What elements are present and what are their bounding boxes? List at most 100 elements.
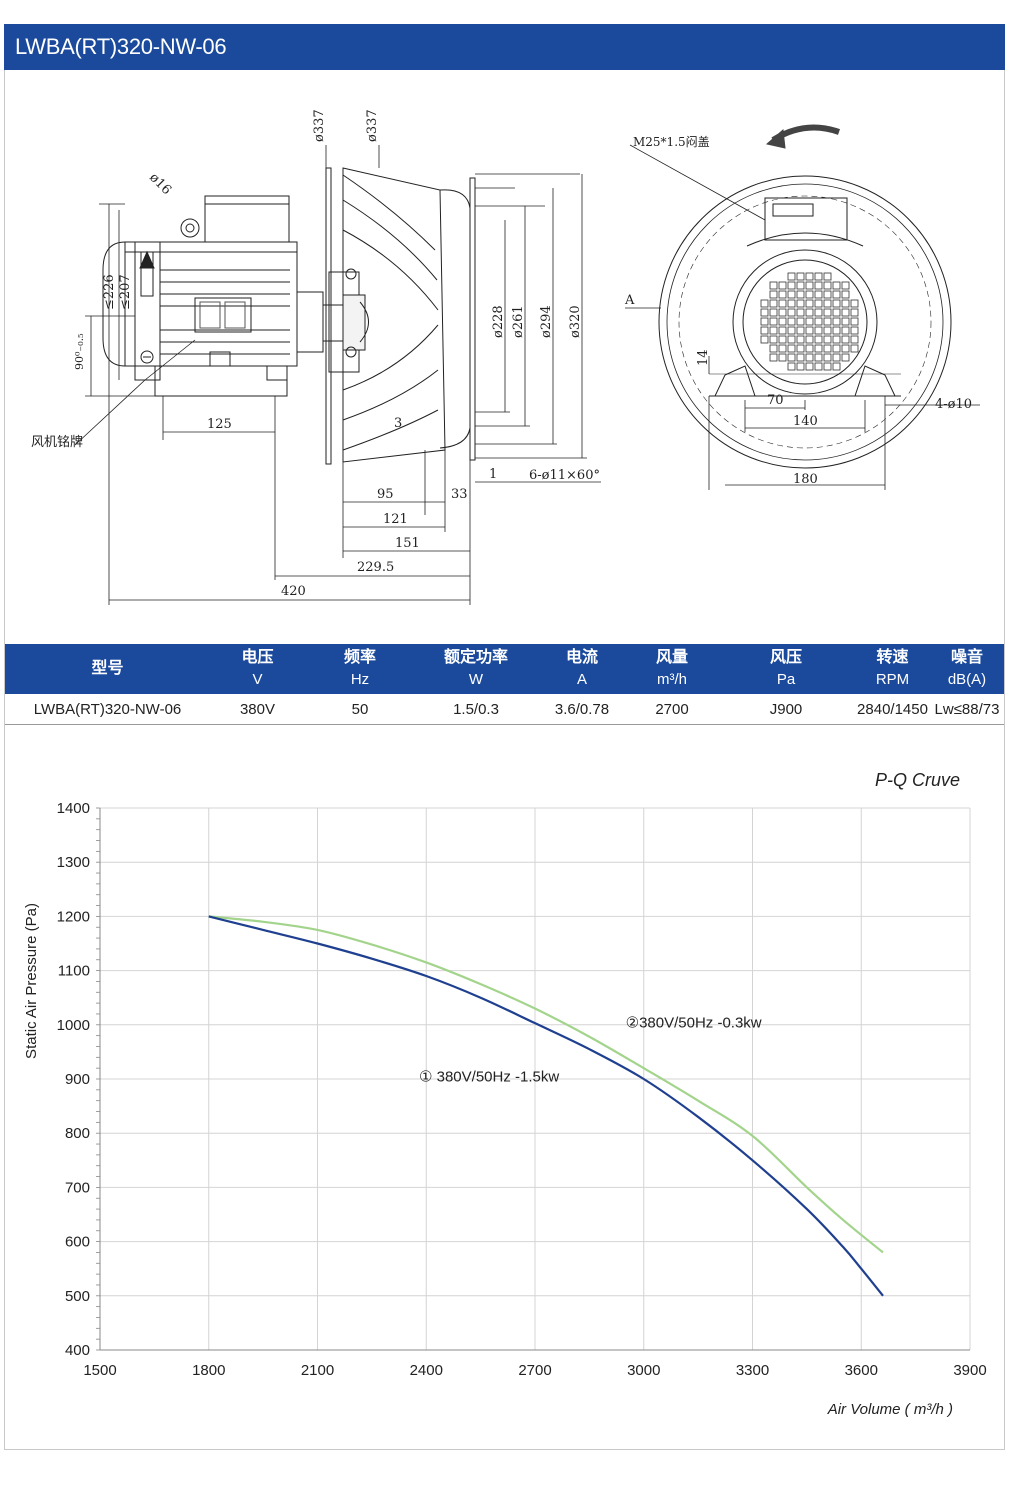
- vent-slot: [832, 290, 841, 299]
- vent-slot: [814, 353, 823, 362]
- vent-slot: [814, 290, 823, 299]
- vent-slot: [850, 308, 859, 317]
- vent-slot: [823, 272, 832, 281]
- chart-y-label: Static Air Pressure (Pa): [23, 903, 40, 1059]
- y-tick-label: 600: [65, 1234, 90, 1251]
- vent-slot: [832, 344, 841, 353]
- vent-slot: [850, 335, 859, 344]
- vent-slot: [787, 299, 796, 308]
- dim-70: 70: [767, 393, 784, 408]
- series-line-2: [208, 915, 884, 1254]
- dim-121: 121: [383, 512, 408, 527]
- x-tick-label: 3000: [627, 1362, 660, 1379]
- dim-d261: ø261: [511, 305, 526, 338]
- dim-125: 125: [207, 417, 232, 432]
- vent-slot: [778, 299, 787, 308]
- spec-header-unit: dB(A): [947, 671, 987, 688]
- vent-slot: [823, 326, 832, 335]
- dim-d337-b: ø337: [365, 109, 380, 142]
- spec-cell: 50: [305, 694, 415, 725]
- vent-slot: [832, 317, 841, 326]
- vent-slot: [760, 317, 769, 326]
- vent-slot: [796, 344, 805, 353]
- spec-header-label: 电压: [241, 649, 274, 666]
- spec-cell: J900: [717, 694, 855, 725]
- vent-slot: [760, 335, 769, 344]
- vent-slot: [760, 326, 769, 335]
- vent-slot: [841, 281, 850, 290]
- dim-420: 420: [281, 584, 306, 599]
- vent-slot: [814, 326, 823, 335]
- y-tick-label: 1100: [58, 963, 90, 980]
- vent-slot: [814, 308, 823, 317]
- vent-slot: [841, 353, 850, 362]
- vent-slot: [841, 317, 850, 326]
- vent-slot: [760, 299, 769, 308]
- spec-header-unit: m³/h: [657, 671, 687, 688]
- spec-header-label: 电流: [565, 649, 598, 666]
- vent-slot: [787, 272, 796, 281]
- x-tick-label: 3900: [953, 1362, 986, 1379]
- vent-slot: [769, 317, 778, 326]
- spec-cell: 3.6/0.78: [537, 694, 627, 725]
- x-tick-label: 2400: [410, 1362, 443, 1379]
- x-tick-label: 3600: [845, 1362, 878, 1379]
- vent-slot: [787, 362, 796, 371]
- spec-header-label: 风量: [655, 649, 688, 666]
- side-dimensions: [74, 145, 601, 605]
- spec-header-unit: RPM: [875, 671, 910, 688]
- spec-header-unit: W: [468, 671, 484, 688]
- vent-slot: [805, 317, 814, 326]
- chart-x-label: Air Volume ( m³/h ): [827, 1401, 953, 1418]
- spec-cell: 2840/1450: [855, 694, 930, 725]
- vent-slot: [796, 317, 805, 326]
- vent-slot: [841, 308, 850, 317]
- vent-slot: [769, 290, 778, 299]
- vent-slot: [823, 290, 832, 299]
- vent-slot: [814, 317, 823, 326]
- vent-slot: [823, 281, 832, 290]
- pq-curve-chart: P-Q Cruve Air Volume ( m³/h ) Static Air…: [23, 770, 987, 1418]
- vent-slot: [805, 326, 814, 335]
- y-tick-label: 1000: [57, 1017, 90, 1034]
- spec-header-unit: Hz: [350, 671, 370, 688]
- dimension-drawing: ø337 ø337 ø16 ≤226 ≤207 90⁰₋₀.₅ ø228 ø26…: [31, 109, 980, 605]
- y-tick-label: 500: [65, 1288, 90, 1305]
- vent-slot: [796, 272, 805, 281]
- spec-header-label: 型号: [91, 660, 124, 677]
- vent-slot: [850, 317, 859, 326]
- vent-slot: [814, 299, 823, 308]
- vent-slot: [823, 353, 832, 362]
- y-tick-label: 800: [65, 1125, 90, 1142]
- dim-3: 3: [394, 416, 402, 431]
- dim-d228: ø228: [491, 305, 506, 338]
- chart-title: P-Q Cruve: [875, 770, 960, 790]
- vent-slot: [778, 317, 787, 326]
- spec-header-label: 风压: [769, 649, 802, 666]
- vent-slot: [814, 281, 823, 290]
- y-tick-label: 900: [65, 1071, 90, 1088]
- dim-14: 14: [696, 349, 711, 366]
- vent-slot: [778, 308, 787, 317]
- view-a-label: A: [624, 293, 635, 308]
- vent-slot: [850, 299, 859, 308]
- spec-header-0: 型号: [5, 644, 210, 694]
- vent-slot: [769, 326, 778, 335]
- vent-slot: [796, 299, 805, 308]
- series-label-1: ① 380V/50Hz -1.5kw: [419, 1069, 559, 1086]
- dim-d320: ø320: [568, 305, 583, 338]
- x-tick-label: 2100: [301, 1362, 334, 1379]
- dim-151: 151: [395, 536, 420, 551]
- y-tick-label: 1200: [57, 908, 90, 925]
- front-view: [658, 124, 952, 469]
- vent-slot: [805, 335, 814, 344]
- vent-slot: [832, 353, 841, 362]
- plug-label: M25*1.5闷盖: [633, 134, 710, 149]
- spec-header-7: 转速 RPM: [855, 644, 930, 694]
- side-view: [102, 167, 476, 465]
- dim-h207: ≤207: [118, 274, 133, 310]
- spec-header-label: 转速: [876, 649, 909, 666]
